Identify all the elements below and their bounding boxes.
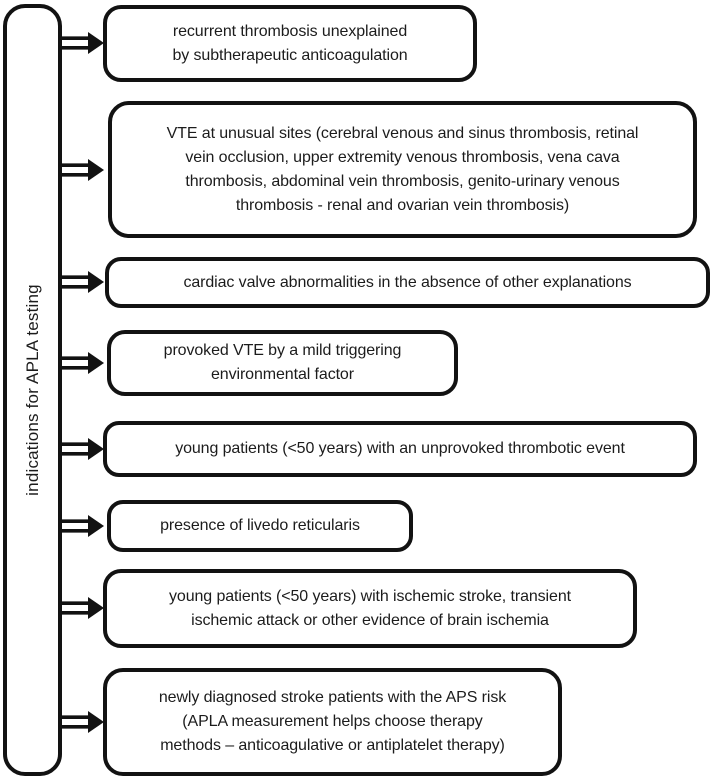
double-arrow-icon bbox=[58, 711, 104, 733]
indication-box-young-unprovoked-event: young patients (<50 years) with an unpro… bbox=[103, 421, 697, 477]
indication-text: provoked VTE by a mild triggering enviro… bbox=[163, 342, 402, 383]
indication-text: newly diagnosed stroke patients with the… bbox=[158, 689, 507, 754]
indication-text: recurrent thrombosis unexplained by subt… bbox=[172, 22, 408, 64]
indication-box-newly-diagnosed-stroke: newly diagnosed stroke patients with the… bbox=[103, 668, 562, 776]
double-arrow-icon bbox=[58, 159, 104, 181]
indication-text: cardiac valve abnormalities in the absen… bbox=[183, 273, 632, 291]
category-label: indications for APLA testing bbox=[22, 284, 42, 496]
double-arrow-icon bbox=[58, 352, 104, 374]
indication-box-livedo-reticularis: presence of livedo reticularis bbox=[107, 500, 413, 552]
indication-box-cardiac-valve: cardiac valve abnormalities in the absen… bbox=[105, 257, 710, 308]
double-arrow-icon bbox=[58, 438, 104, 460]
indication-box-ischemic-stroke: young patients (<50 years) with ischemic… bbox=[103, 569, 637, 648]
indication-text: presence of livedo reticularis bbox=[160, 517, 360, 534]
double-arrow-icon bbox=[58, 32, 104, 54]
category-bar: indications for APLA testing bbox=[3, 4, 62, 776]
indication-text: young patients (<50 years) with ischemic… bbox=[169, 587, 571, 629]
indication-text: young patients (<50 years) with an unpro… bbox=[175, 440, 625, 457]
double-arrow-icon bbox=[58, 597, 104, 619]
double-arrow-icon bbox=[58, 515, 104, 537]
indication-box-vte-unusual-sites: VTE at unusual sites (cerebral venous an… bbox=[108, 101, 697, 238]
indication-box-recurrent-thrombosis: recurrent thrombosis unexplained by subt… bbox=[103, 5, 477, 82]
double-arrow-icon bbox=[58, 271, 104, 293]
indication-box-provoked-vte: provoked VTE by a mild triggering enviro… bbox=[107, 330, 458, 396]
indication-text: VTE at unusual sites (cerebral venous an… bbox=[166, 124, 639, 214]
